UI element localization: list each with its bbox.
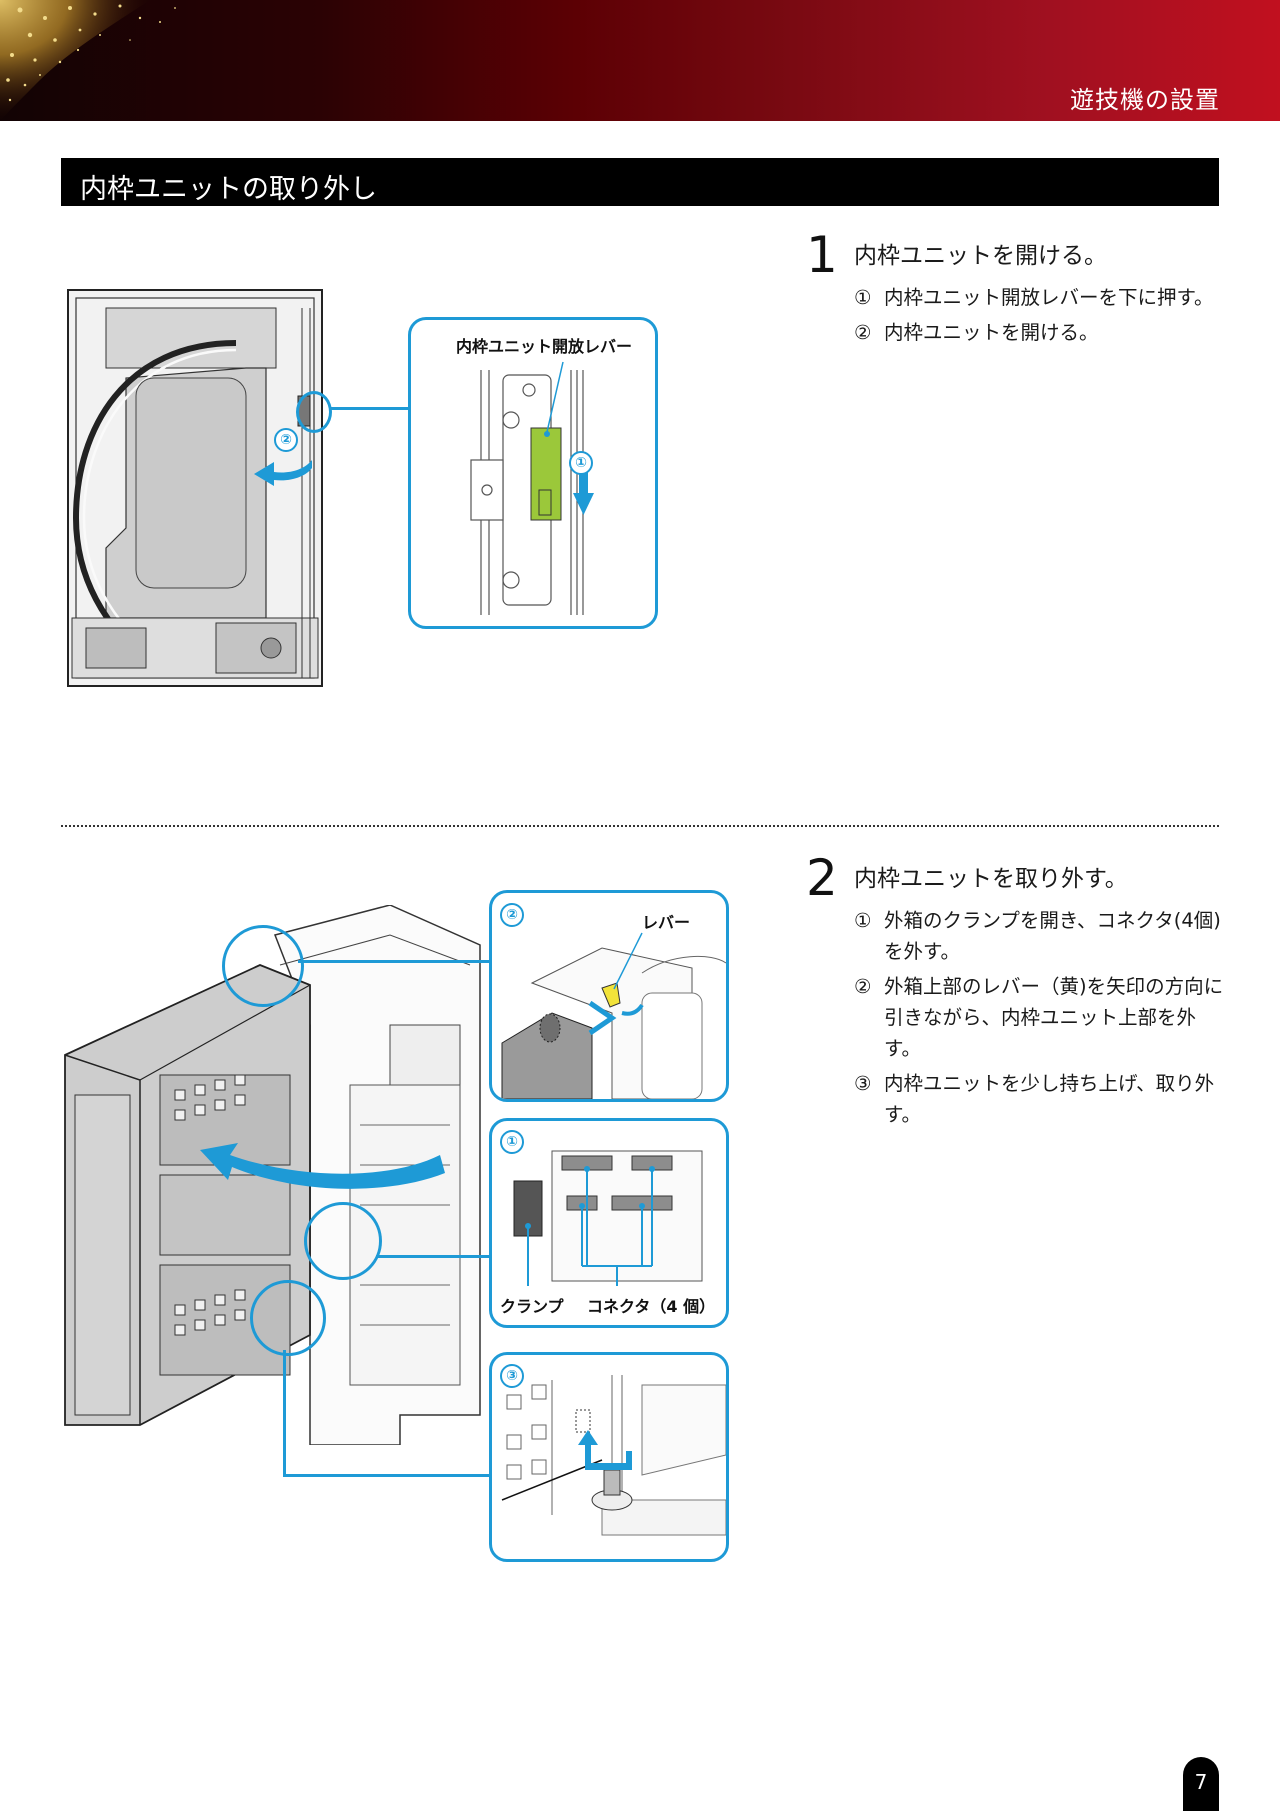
substep: ② 内枠ユニットを開ける。 — [854, 317, 1226, 348]
substep-text: 外箱上部のレバー（黄)を矢印の方向に引きながら、内枠ユニット上部を外す。 — [884, 975, 1224, 1060]
callout-connector — [376, 1255, 490, 1258]
callout-connector — [298, 960, 490, 963]
substep-marker: ② — [854, 321, 872, 344]
substep: ② 外箱上部のレバー（黄)を矢印の方向に引きながら、内枠ユニット上部を外す。 — [854, 971, 1226, 1064]
marker-2: ② — [274, 428, 298, 452]
open-arrow-icon — [254, 460, 312, 486]
chapter-title: 遊技機の設置 — [1070, 86, 1220, 114]
marker-1: ① — [569, 451, 593, 475]
gold-glitter-decoration — [0, 0, 176, 121]
substep: ③ 内枠ユニットを少し持ち上げ、取り外す。 — [854, 1068, 1226, 1130]
marker-2: ② — [500, 903, 524, 927]
callout-label: 内枠ユニット開放レバー — [456, 337, 633, 356]
callout-top-lever: ② レバー — [489, 890, 729, 1102]
step-heading: 内枠ユニットを開ける。 — [854, 243, 1107, 269]
callout-clamp-connectors: ① クランプ コネクタ（4 個） — [489, 1118, 729, 1328]
step-number: 2 — [806, 849, 838, 907]
machine-front-illustration: ② — [66, 288, 332, 688]
callout-release-lever: 内枠ユニット開放レバー ① — [408, 317, 658, 629]
callout-connector — [330, 407, 410, 410]
substep-text: 内枠ユニットを開ける。 — [884, 321, 1099, 344]
step-number: 1 — [806, 226, 838, 284]
machine-open-illustration — [60, 904, 490, 1446]
substep-marker: ③ — [854, 1072, 872, 1095]
substep-list: ① 内枠ユニット開放レバーを下に押す。 ② 内枠ユニットを開ける。 — [854, 282, 1226, 352]
substep: ① 内枠ユニット開放レバーを下に押す。 — [854, 282, 1226, 313]
callout-connector — [283, 1474, 490, 1477]
highlight-circle-bottom — [250, 1280, 326, 1356]
substep-text: 内枠ユニット開放レバーを下に押す。 — [884, 286, 1214, 309]
header-banner: 遊技機の設置 — [0, 0, 1280, 121]
substep-text: 外箱のクランプを開き、コネクタ(4個)を外す。 — [884, 909, 1221, 963]
substep-list: ① 外箱のクランプを開き、コネクタ(4個)を外す。 ② 外箱上部のレバー（黄)を… — [854, 905, 1226, 1134]
callout-connector — [283, 1350, 286, 1476]
substep-marker: ② — [854, 975, 872, 998]
callout-label-lever: レバー — [642, 913, 691, 932]
substep-text: 内枠ユニットを少し持ち上げ、取り外す。 — [884, 1072, 1215, 1126]
highlight-circle-top — [222, 925, 304, 1007]
callout-lift-unit: ③ — [489, 1352, 729, 1562]
section-title: 内枠ユニットの取り外し — [80, 174, 377, 205]
step-heading: 内枠ユニットを取り外す。 — [854, 866, 1128, 892]
marker-1: ① — [500, 1130, 524, 1154]
substep-marker: ① — [854, 909, 872, 932]
section-header: 内枠ユニットの取り外し — [61, 158, 1219, 206]
highlight-circle-middle — [304, 1202, 382, 1280]
highlight-circle — [296, 391, 332, 433]
marker-3: ③ — [500, 1364, 524, 1388]
callout-label-clamp: クランプ — [500, 1297, 564, 1316]
callout-label-connectors: コネクタ（4 個） — [587, 1297, 716, 1316]
step-divider — [61, 825, 1219, 827]
substep: ① 外箱のクランプを開き、コネクタ(4個)を外す。 — [854, 905, 1226, 967]
substep-marker: ① — [854, 286, 872, 309]
page-number: 7 — [1183, 1757, 1219, 1811]
